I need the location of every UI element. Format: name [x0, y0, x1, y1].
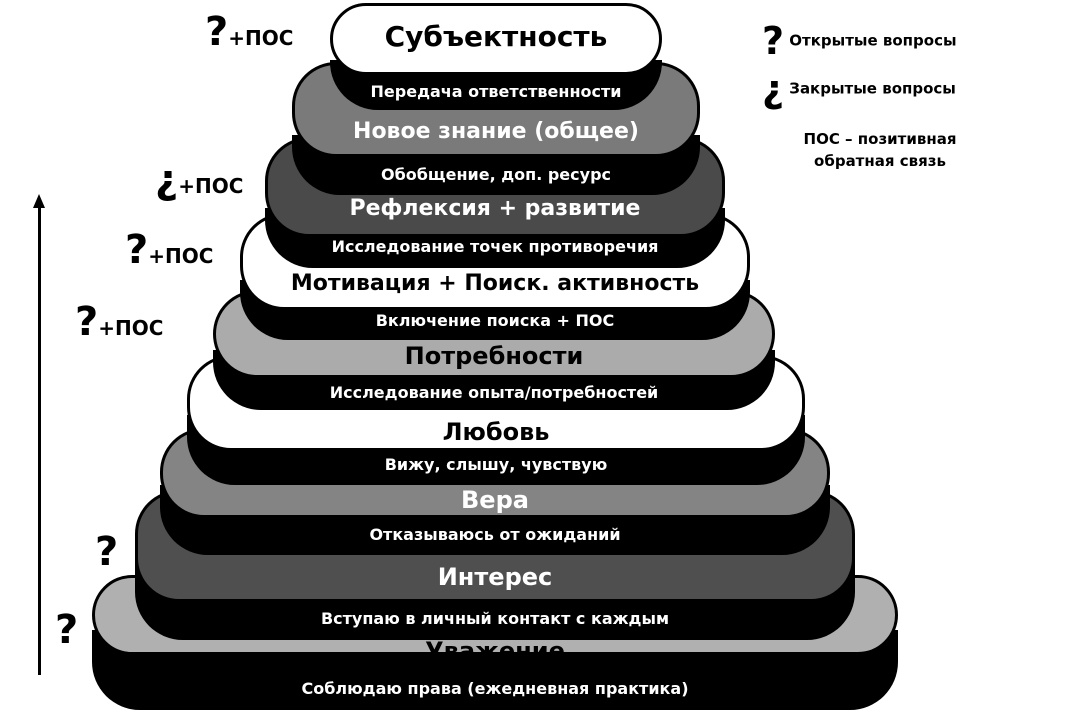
marker-interest: ? [95, 532, 118, 572]
tier-label: Любовь [442, 418, 550, 446]
legend-pos-line2: обратная связь [814, 152, 946, 170]
pos-label: +ПОС [148, 244, 214, 268]
tier-sublabel: Отказываюсь от ожиданий [369, 525, 621, 544]
pos-label: +ПОС [98, 316, 164, 340]
legend-closed-label: Закрытые вопросы [789, 79, 956, 98]
legend-pos-note: ПОС – позитивная обратная связь [770, 128, 990, 172]
marker-motivation: ?+ПОС [125, 230, 213, 270]
marker-respect: ? [55, 610, 78, 650]
open-question-icon: ? [762, 19, 785, 63]
marker-needs: ?+ПОС [75, 302, 163, 342]
arrow-up-icon [33, 194, 45, 208]
open-question-icon: ? [95, 529, 119, 575]
open-question-icon: ? [205, 9, 229, 55]
tier-sublabel: Вижу, слышу, чувствую [384, 455, 608, 474]
tier-label: Субъектность [384, 20, 608, 53]
tier-label: Потребности [404, 342, 584, 370]
tier-label: Рефлексия + развитие [349, 196, 641, 221]
tier-subjectivity: Субъектность Передача ответственности [330, 3, 662, 110]
pos-label: +ПОС [228, 26, 294, 50]
closed-question-icon: ¿ [155, 157, 179, 203]
closed-question-icon: ¿ [762, 67, 785, 111]
tier-sublabel: Исследование опыта/потребностей [329, 383, 659, 402]
legend-pos-line1: ПОС – позитивная [803, 130, 957, 148]
open-question-icon: ? [55, 607, 79, 653]
legend-open-label: Открытые вопросы [789, 31, 957, 50]
tier-label: Мотивация + Поиск. активность [290, 271, 700, 296]
tier-top [330, 3, 662, 75]
tier-label: Уважение [425, 637, 565, 665]
tier-sublabel: Включение поиска + ПОС [375, 311, 615, 330]
legend-open-questions: ? Открытые вопросы [762, 22, 957, 60]
tier-sublabel: Соблюдаю права (ежедневная практика) [301, 679, 689, 698]
tier-sublabel: Передача ответственности [370, 82, 622, 101]
tier-sublabel: Исследование точек противоречия [331, 237, 659, 256]
tier-label: Вера [461, 486, 529, 514]
open-question-icon: ? [75, 299, 99, 345]
marker-subjectivity: ?+ПОС [205, 12, 293, 52]
tier-label: Интерес [437, 563, 553, 591]
growth-arrow-shaft [38, 205, 41, 675]
legend-closed-questions: ¿ Закрытые вопросы [762, 70, 956, 108]
marker-reflection: ¿+ПОС [155, 160, 243, 200]
tier-sublabel: Вступаю в личный контакт с каждым [320, 609, 670, 628]
tier-sublabel: Обобщение, доп. ресурс [380, 165, 611, 184]
tier-label: Новое знание (общее) [353, 119, 639, 144]
pos-label: +ПОС [178, 174, 244, 198]
open-question-icon: ? [125, 227, 149, 273]
